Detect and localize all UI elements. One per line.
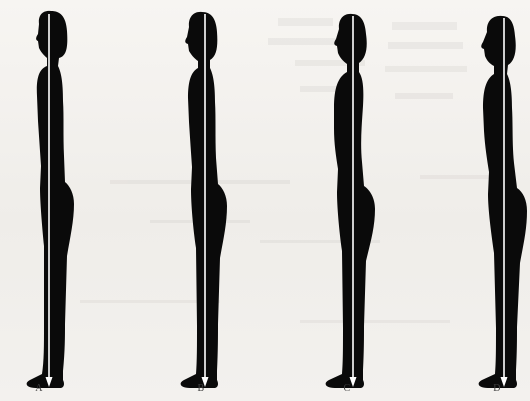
figure-c-silhouette [307, 6, 399, 392]
body-silhouette-c [326, 14, 375, 388]
figure-d [462, 6, 530, 392]
figure-label-a: A [29, 384, 49, 394]
figure-b [160, 6, 252, 392]
figure-label-b: B [191, 384, 211, 394]
body-silhouette-a [27, 11, 74, 388]
figure-a [2, 6, 94, 392]
figure-label-c: C [337, 384, 357, 394]
figure-d-silhouette [462, 6, 530, 392]
figure-a-silhouette [2, 6, 94, 392]
figure-c [307, 6, 399, 392]
figure-label-d: D [487, 384, 507, 394]
figure-b-silhouette [160, 6, 252, 392]
body-silhouette-d [479, 16, 527, 388]
body-silhouette-b [181, 12, 227, 388]
